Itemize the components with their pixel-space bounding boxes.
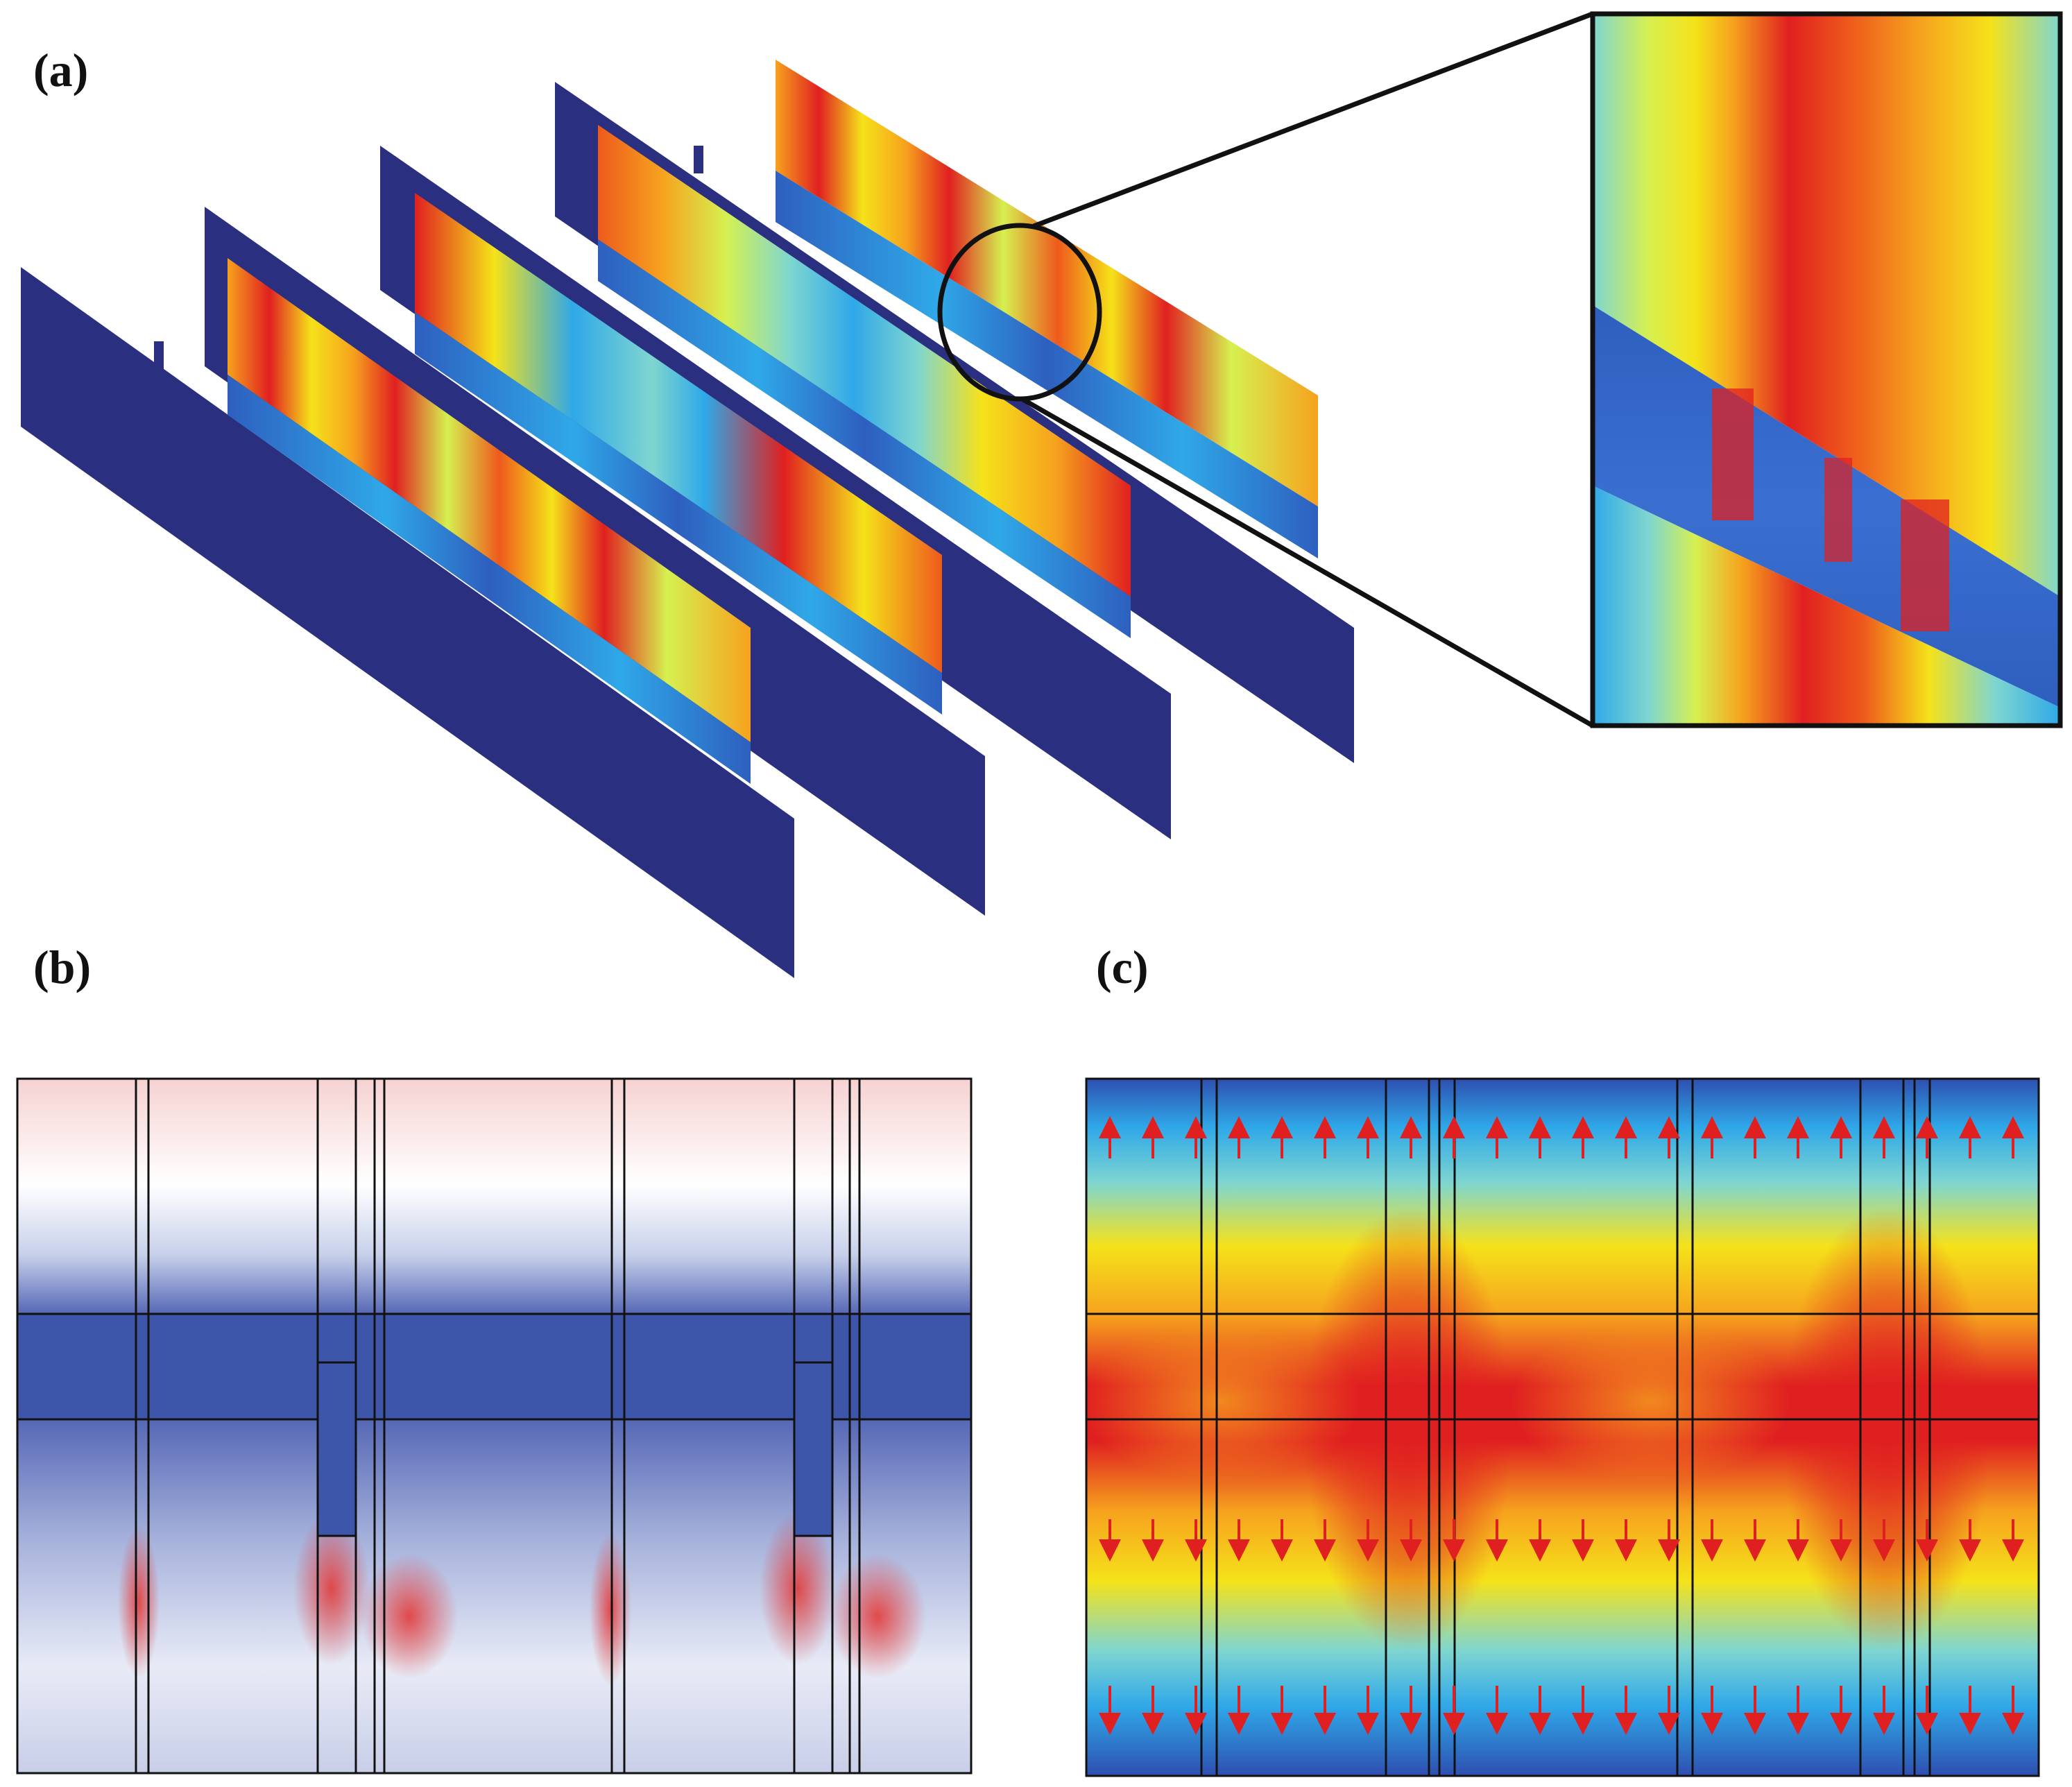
- panel-b-map: [16, 1077, 973, 1775]
- slab-3-field: [415, 193, 942, 673]
- slab-4-tab: [694, 146, 703, 173]
- panel-a-3d-slabs: [21, 11, 1594, 978]
- slab-3-band: [415, 312, 942, 715]
- slab-4-field: [598, 125, 1131, 597]
- inset-pillar-1: [1712, 388, 1754, 520]
- c-hot-pillar-2: [1783, 1207, 1991, 1651]
- slab-2-field: [228, 258, 751, 742]
- zoom-inset: [1590, 11, 2063, 728]
- zoom-leader-top: [1032, 11, 1594, 229]
- panel-label-a: (a): [33, 44, 89, 96]
- c-warm-1: [1082, 1318, 1360, 1485]
- slab-2-band: [228, 375, 751, 784]
- panel-c-map: [1082, 1077, 2040, 1777]
- slab-1-plate: [21, 267, 794, 978]
- panel-label-c: (c): [1096, 941, 1149, 993]
- panel-label-b: (b): [33, 941, 92, 993]
- slab-1-tab: [154, 341, 164, 369]
- inset-pillar-3: [1901, 499, 1949, 631]
- c-arrow-field: [1099, 1116, 2024, 1735]
- inset-upper-field: [1593, 14, 2060, 597]
- slab-4-band: [598, 239, 1131, 638]
- b-red-blob-1: [118, 1526, 160, 1679]
- b-red-blob-4: [590, 1533, 631, 1686]
- inset-lower-field: [1593, 486, 2060, 726]
- b-red-blob-6: [829, 1554, 926, 1679]
- slab-5-band: [776, 171, 1318, 558]
- slab-5-field: [776, 60, 1318, 506]
- inset-pillar-2: [1824, 458, 1852, 562]
- zoom-leader-bottom: [1022, 397, 1594, 728]
- zoom-circle: [937, 223, 1102, 402]
- b-red-blob-5: [760, 1512, 836, 1665]
- inset-frame: [1590, 11, 2063, 728]
- c-warm-2: [1512, 1318, 1790, 1485]
- b-red-blob-2: [293, 1512, 370, 1665]
